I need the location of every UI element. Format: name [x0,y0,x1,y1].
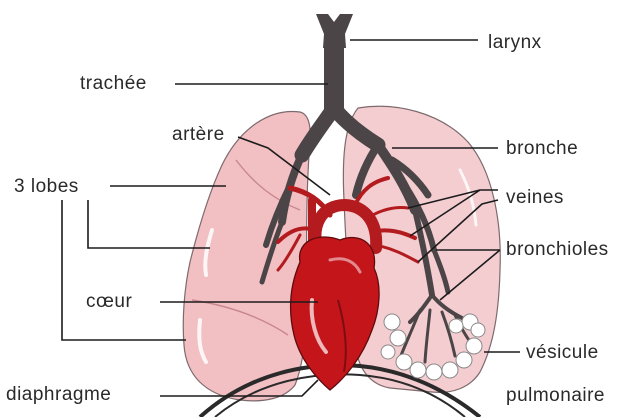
vesicle [396,354,412,370]
label-bronche: bronche [506,138,578,159]
label-veines: veines [506,187,564,208]
label-bronchioles: bronchioles [506,239,609,260]
vesicle [384,314,400,330]
leader-lobes-lower [62,200,186,340]
label-larynx: larynx [488,32,542,53]
leader-lobes-middle [88,200,210,248]
label-artere: artère [172,124,225,145]
vesicle [390,330,406,346]
label-coeur: cœur [86,291,133,312]
vesicle [410,362,426,378]
label-trachee: trachée [80,73,147,94]
vesicle [466,338,482,354]
vesicle [381,345,395,359]
vesicle [426,364,442,380]
vesicle [449,319,463,333]
label-vesicule: vésicule [526,342,599,363]
label-diaphragme: diaphragme [6,384,111,405]
vesicle [456,352,472,368]
label-3-lobes: 3 lobes [14,176,79,197]
vesicle [471,323,485,337]
vesicle [442,362,458,378]
label-pulmonaire: pulmonaire [506,385,605,406]
